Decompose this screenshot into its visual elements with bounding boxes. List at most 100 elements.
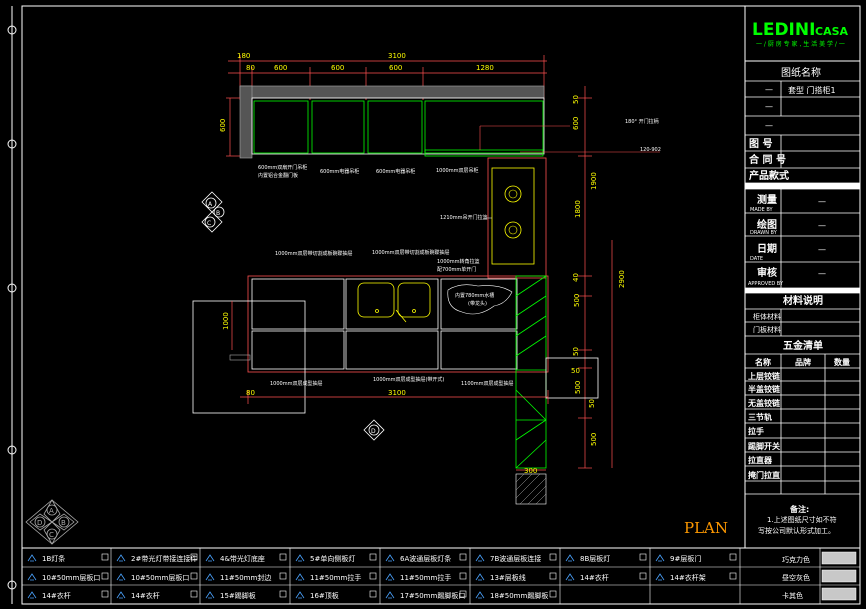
legend-checkbox[interactable] — [459, 590, 467, 598]
drawing-no-label: 图 号 — [749, 138, 772, 150]
legend-checkbox[interactable] — [549, 572, 557, 580]
approved-label: 审核 — [757, 266, 777, 279]
dim-top-seg-2: 600 — [274, 64, 287, 72]
legend-symbol-icon — [27, 573, 37, 581]
legend-checkbox[interactable] — [639, 553, 647, 561]
approved-value: — — [818, 269, 826, 278]
legend-checkbox[interactable] — [369, 590, 377, 598]
legend-label: 10#50mm层板口 — [131, 573, 189, 582]
dim-right-10: 500 — [590, 433, 598, 446]
legend-checkbox[interactable] — [279, 553, 287, 561]
base-plinth — [515, 473, 547, 505]
measured-en: MADE BY — [750, 207, 773, 213]
legend-label: 4&带光灯底座 — [220, 554, 265, 563]
drawing-name-dash: — — [765, 85, 773, 94]
dim-bottom-total: 3100 — [388, 389, 406, 397]
color-chocolate: 巧克力色 — [782, 555, 810, 564]
legend-checkbox[interactable] — [279, 590, 287, 598]
legend-symbol-icon — [565, 573, 575, 581]
legend-symbol-icon — [565, 554, 575, 562]
legend-checkbox[interactable] — [101, 572, 109, 580]
dim-right-5: 40 — [572, 273, 580, 282]
burner-1 — [504, 185, 522, 203]
annotation-top-right-2: 120-902 — [640, 147, 661, 153]
product-style-label: 产品款式 — [749, 169, 789, 182]
dim-base-width: 300 — [524, 467, 537, 475]
date-label: 日期 — [757, 242, 777, 255]
sink — [357, 282, 431, 323]
legend-label: 10#50mm层板口 — [42, 573, 100, 582]
dim-top-seg-3: 600 — [331, 64, 344, 72]
legend-label: 5#单向侧板灯 — [310, 554, 355, 563]
hardware-item: 半盖铰链 — [748, 384, 781, 394]
legend-symbol-icon — [655, 573, 665, 581]
color-khaki: 卡其色 — [782, 591, 803, 600]
annotation-lower-3: 1100mm双层成型抽屉 — [461, 380, 513, 387]
annotation-mid-3: 1000mm转角拉篮 — [437, 258, 479, 265]
legend-checkbox[interactable] — [190, 590, 198, 598]
legend-symbol-icon — [475, 573, 485, 581]
legend-label: 11#50mm拉手 — [400, 573, 451, 582]
view-marker-c: C — [207, 220, 211, 227]
hardware-item: 拉手 — [748, 426, 764, 436]
material-header: 材料说明 — [783, 294, 823, 307]
view-marker-d-symbol — [363, 419, 385, 441]
legend-checkbox[interactable] — [549, 553, 557, 561]
dim-right-2: 600 — [572, 117, 580, 130]
legend-symbol-icon — [116, 591, 126, 599]
drawing-title: 套型 门搭柜1 — [788, 85, 836, 95]
burner-2 — [504, 221, 522, 239]
legend-label: 15#踢脚板 — [220, 591, 256, 600]
legend-checkbox[interactable] — [549, 590, 557, 598]
legend-checkbox[interactable] — [729, 572, 737, 580]
legend-symbol-icon — [27, 591, 37, 599]
legend-label: 8B层板灯 — [580, 554, 610, 563]
annotation-lower-1: 1000mm双层成型抽屉 — [270, 380, 322, 387]
left-wall — [239, 85, 253, 159]
legend-symbol-icon — [116, 573, 126, 581]
contract-no-label: 合 同 号 — [748, 153, 786, 166]
compass-right: B — [61, 519, 66, 527]
hardware-item: 上层铰链 — [748, 371, 781, 381]
brand-slogan: 一 / 厨 房 专 家 , 生 活 美 学 / 一 — [756, 40, 845, 48]
tall-column — [515, 275, 547, 469]
dim-right-3: 1900 — [590, 172, 598, 190]
legend-symbol-icon — [205, 573, 215, 581]
legend-checkbox[interactable] — [369, 553, 377, 561]
legend-checkbox[interactable] — [639, 572, 647, 580]
legend-symbol-icon — [385, 591, 395, 599]
legend-label: 14#衣杆 — [580, 573, 609, 582]
dim-bottom-left: 80 — [246, 389, 255, 397]
legend-checkbox[interactable] — [459, 572, 467, 580]
base-cabinets — [251, 278, 518, 370]
legend-checkbox[interactable] — [729, 553, 737, 561]
dim-top-seg-1: 80 — [246, 64, 255, 72]
legend-checkbox[interactable] — [190, 553, 198, 561]
view-marker-a: A — [208, 201, 213, 208]
legend-checkbox[interactable] — [369, 572, 377, 580]
annotation-mid-4: 1210mm吊开门拉篮 — [440, 214, 487, 221]
dim-top-total: 3100 — [388, 52, 406, 60]
view-marker-cluster — [201, 191, 225, 233]
swatch-khaki — [821, 587, 857, 601]
hardware-col-brand: 品牌 — [795, 357, 811, 367]
dim-top-seg-5: 1280 — [476, 64, 494, 72]
annotation-upper-3: 600mm电器吊柜 — [376, 168, 415, 175]
approved-en: APPROVED BY — [748, 281, 784, 287]
dim-right-1: 50 — [572, 95, 580, 104]
dim-right-total: 2900 — [618, 270, 626, 288]
swatch-grey — [821, 569, 857, 583]
legend-label: 14#衣杆架 — [670, 573, 706, 582]
legend-checkbox[interactable] — [101, 590, 109, 598]
cabinet-material-label: 柜体材料 — [753, 312, 781, 321]
legend-checkbox[interactable] — [459, 553, 467, 561]
legend-checkbox[interactable] — [190, 572, 198, 580]
annotation-mid-3b: 配700mm单开门 — [437, 266, 476, 273]
legend-checkbox[interactable] — [279, 572, 287, 580]
legend-checkbox[interactable] — [101, 553, 109, 561]
swatch-chocolate — [821, 551, 857, 565]
measured-label: 测量 — [757, 193, 777, 206]
door-material-label: 门板材料 — [753, 325, 781, 334]
